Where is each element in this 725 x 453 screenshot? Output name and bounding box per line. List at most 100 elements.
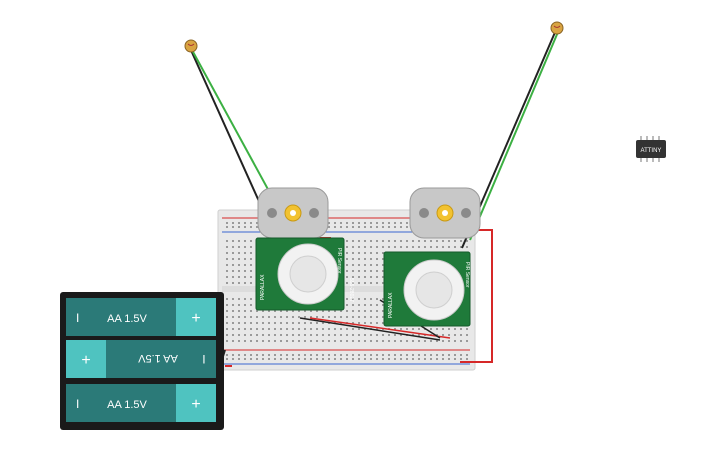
breadboard-hole[interactable] bbox=[400, 334, 402, 336]
breadboard-hole[interactable] bbox=[364, 282, 366, 284]
breadboard-hole[interactable] bbox=[352, 316, 354, 318]
breadboard-hole[interactable] bbox=[334, 334, 336, 336]
breadboard-hole[interactable] bbox=[382, 310, 384, 312]
breadboard-hole[interactable] bbox=[358, 252, 360, 254]
breadboard-hole[interactable] bbox=[370, 322, 372, 324]
breadboard-hole[interactable] bbox=[382, 304, 384, 306]
breadboard-hole[interactable] bbox=[382, 354, 384, 356]
breadboard-hole[interactable] bbox=[346, 310, 348, 312]
breadboard-hole[interactable] bbox=[466, 334, 468, 336]
breadboard-hole[interactable] bbox=[406, 240, 408, 242]
breadboard-hole[interactable] bbox=[226, 316, 228, 318]
breadboard-hole[interactable] bbox=[274, 334, 276, 336]
breadboard-hole[interactable] bbox=[346, 328, 348, 330]
breadboard-hole[interactable] bbox=[430, 354, 432, 356]
breadboard-hole[interactable] bbox=[352, 358, 354, 360]
breadboard-hole[interactable] bbox=[364, 310, 366, 312]
breadboard-hole[interactable] bbox=[358, 334, 360, 336]
breadboard-hole[interactable] bbox=[226, 246, 228, 248]
breadboard-hole[interactable] bbox=[280, 358, 282, 360]
breadboard-hole[interactable] bbox=[400, 226, 402, 228]
breadboard-hole[interactable] bbox=[328, 328, 330, 330]
breadboard-hole[interactable] bbox=[304, 316, 306, 318]
breadboard-hole[interactable] bbox=[328, 334, 330, 336]
breadboard-hole[interactable] bbox=[460, 358, 462, 360]
breadboard-hole[interactable] bbox=[226, 270, 228, 272]
breadboard-hole[interactable] bbox=[340, 226, 342, 228]
breadboard-hole[interactable] bbox=[322, 340, 324, 342]
breadboard-hole[interactable] bbox=[376, 334, 378, 336]
breadboard-hole[interactable] bbox=[376, 310, 378, 312]
breadboard-hole[interactable] bbox=[358, 310, 360, 312]
breadboard-hole[interactable] bbox=[280, 340, 282, 342]
breadboard-hole[interactable] bbox=[310, 340, 312, 342]
breadboard-hole[interactable] bbox=[382, 270, 384, 272]
breadboard-hole[interactable] bbox=[382, 316, 384, 318]
breadboard-hole[interactable] bbox=[346, 334, 348, 336]
breadboard-hole[interactable] bbox=[412, 328, 414, 330]
breadboard-hole[interactable] bbox=[376, 264, 378, 266]
breadboard-hole[interactable] bbox=[250, 358, 252, 360]
breadboard-hole[interactable] bbox=[244, 246, 246, 248]
breadboard-hole[interactable] bbox=[394, 358, 396, 360]
breadboard-hole[interactable] bbox=[376, 282, 378, 284]
breadboard-hole[interactable] bbox=[226, 310, 228, 312]
breadboard-hole[interactable] bbox=[424, 246, 426, 248]
breadboard-hole[interactable] bbox=[376, 258, 378, 260]
breadboard-hole[interactable] bbox=[238, 258, 240, 260]
breadboard-hole[interactable] bbox=[400, 354, 402, 356]
breadboard-hole[interactable] bbox=[250, 298, 252, 300]
breadboard-hole[interactable] bbox=[340, 222, 342, 224]
photoresistor-left[interactable] bbox=[184, 39, 198, 53]
breadboard-hole[interactable] bbox=[376, 276, 378, 278]
breadboard-hole[interactable] bbox=[346, 282, 348, 284]
breadboard-hole[interactable] bbox=[370, 246, 372, 248]
breadboard-hole[interactable] bbox=[352, 246, 354, 248]
breadboard-hole[interactable] bbox=[292, 334, 294, 336]
breadboard-hole[interactable] bbox=[280, 322, 282, 324]
breadboard-hole[interactable] bbox=[436, 246, 438, 248]
breadboard-hole[interactable] bbox=[412, 358, 414, 360]
breadboard-hole[interactable] bbox=[322, 354, 324, 356]
breadboard-hole[interactable] bbox=[346, 270, 348, 272]
breadboard-hole[interactable] bbox=[274, 310, 276, 312]
breadboard-hole[interactable] bbox=[346, 252, 348, 254]
breadboard-hole[interactable] bbox=[292, 310, 294, 312]
breadboard-hole[interactable] bbox=[352, 354, 354, 356]
breadboard-hole[interactable] bbox=[346, 304, 348, 306]
breadboard-hole[interactable] bbox=[292, 358, 294, 360]
breadboard-hole[interactable] bbox=[262, 316, 264, 318]
breadboard-hole[interactable] bbox=[424, 340, 426, 342]
breadboard-hole[interactable] bbox=[232, 222, 234, 224]
breadboard-hole[interactable] bbox=[448, 334, 450, 336]
breadboard-hole[interactable] bbox=[250, 304, 252, 306]
breadboard-hole[interactable] bbox=[262, 354, 264, 356]
breadboard-hole[interactable] bbox=[394, 328, 396, 330]
breadboard-hole[interactable] bbox=[364, 316, 366, 318]
breadboard-hole[interactable] bbox=[322, 316, 324, 318]
breadboard-hole[interactable] bbox=[226, 358, 228, 360]
breadboard-hole[interactable] bbox=[370, 258, 372, 260]
breadboard-hole[interactable] bbox=[244, 226, 246, 228]
breadboard-hole[interactable] bbox=[244, 222, 246, 224]
breadboard-hole[interactable] bbox=[334, 328, 336, 330]
breadboard-hole[interactable] bbox=[388, 334, 390, 336]
breadboard-hole[interactable] bbox=[346, 340, 348, 342]
breadboard-hole[interactable] bbox=[250, 258, 252, 260]
breadboard-hole[interactable] bbox=[460, 340, 462, 342]
breadboard-hole[interactable] bbox=[238, 316, 240, 318]
breadboard-hole[interactable] bbox=[232, 340, 234, 342]
breadboard-hole[interactable] bbox=[256, 310, 258, 312]
breadboard-hole[interactable] bbox=[346, 276, 348, 278]
breadboard-hole[interactable] bbox=[394, 226, 396, 228]
breadboard-hole[interactable] bbox=[250, 226, 252, 228]
breadboard-hole[interactable] bbox=[334, 354, 336, 356]
breadboard-hole[interactable] bbox=[232, 310, 234, 312]
breadboard-hole[interactable] bbox=[352, 322, 354, 324]
breadboard-hole[interactable] bbox=[274, 322, 276, 324]
breadboard-hole[interactable] bbox=[448, 354, 450, 356]
breadboard-hole[interactable] bbox=[448, 358, 450, 360]
breadboard-hole[interactable] bbox=[316, 316, 318, 318]
wire-black-bridge-1[interactable] bbox=[299, 317, 441, 341]
breadboard-hole[interactable] bbox=[448, 328, 450, 330]
